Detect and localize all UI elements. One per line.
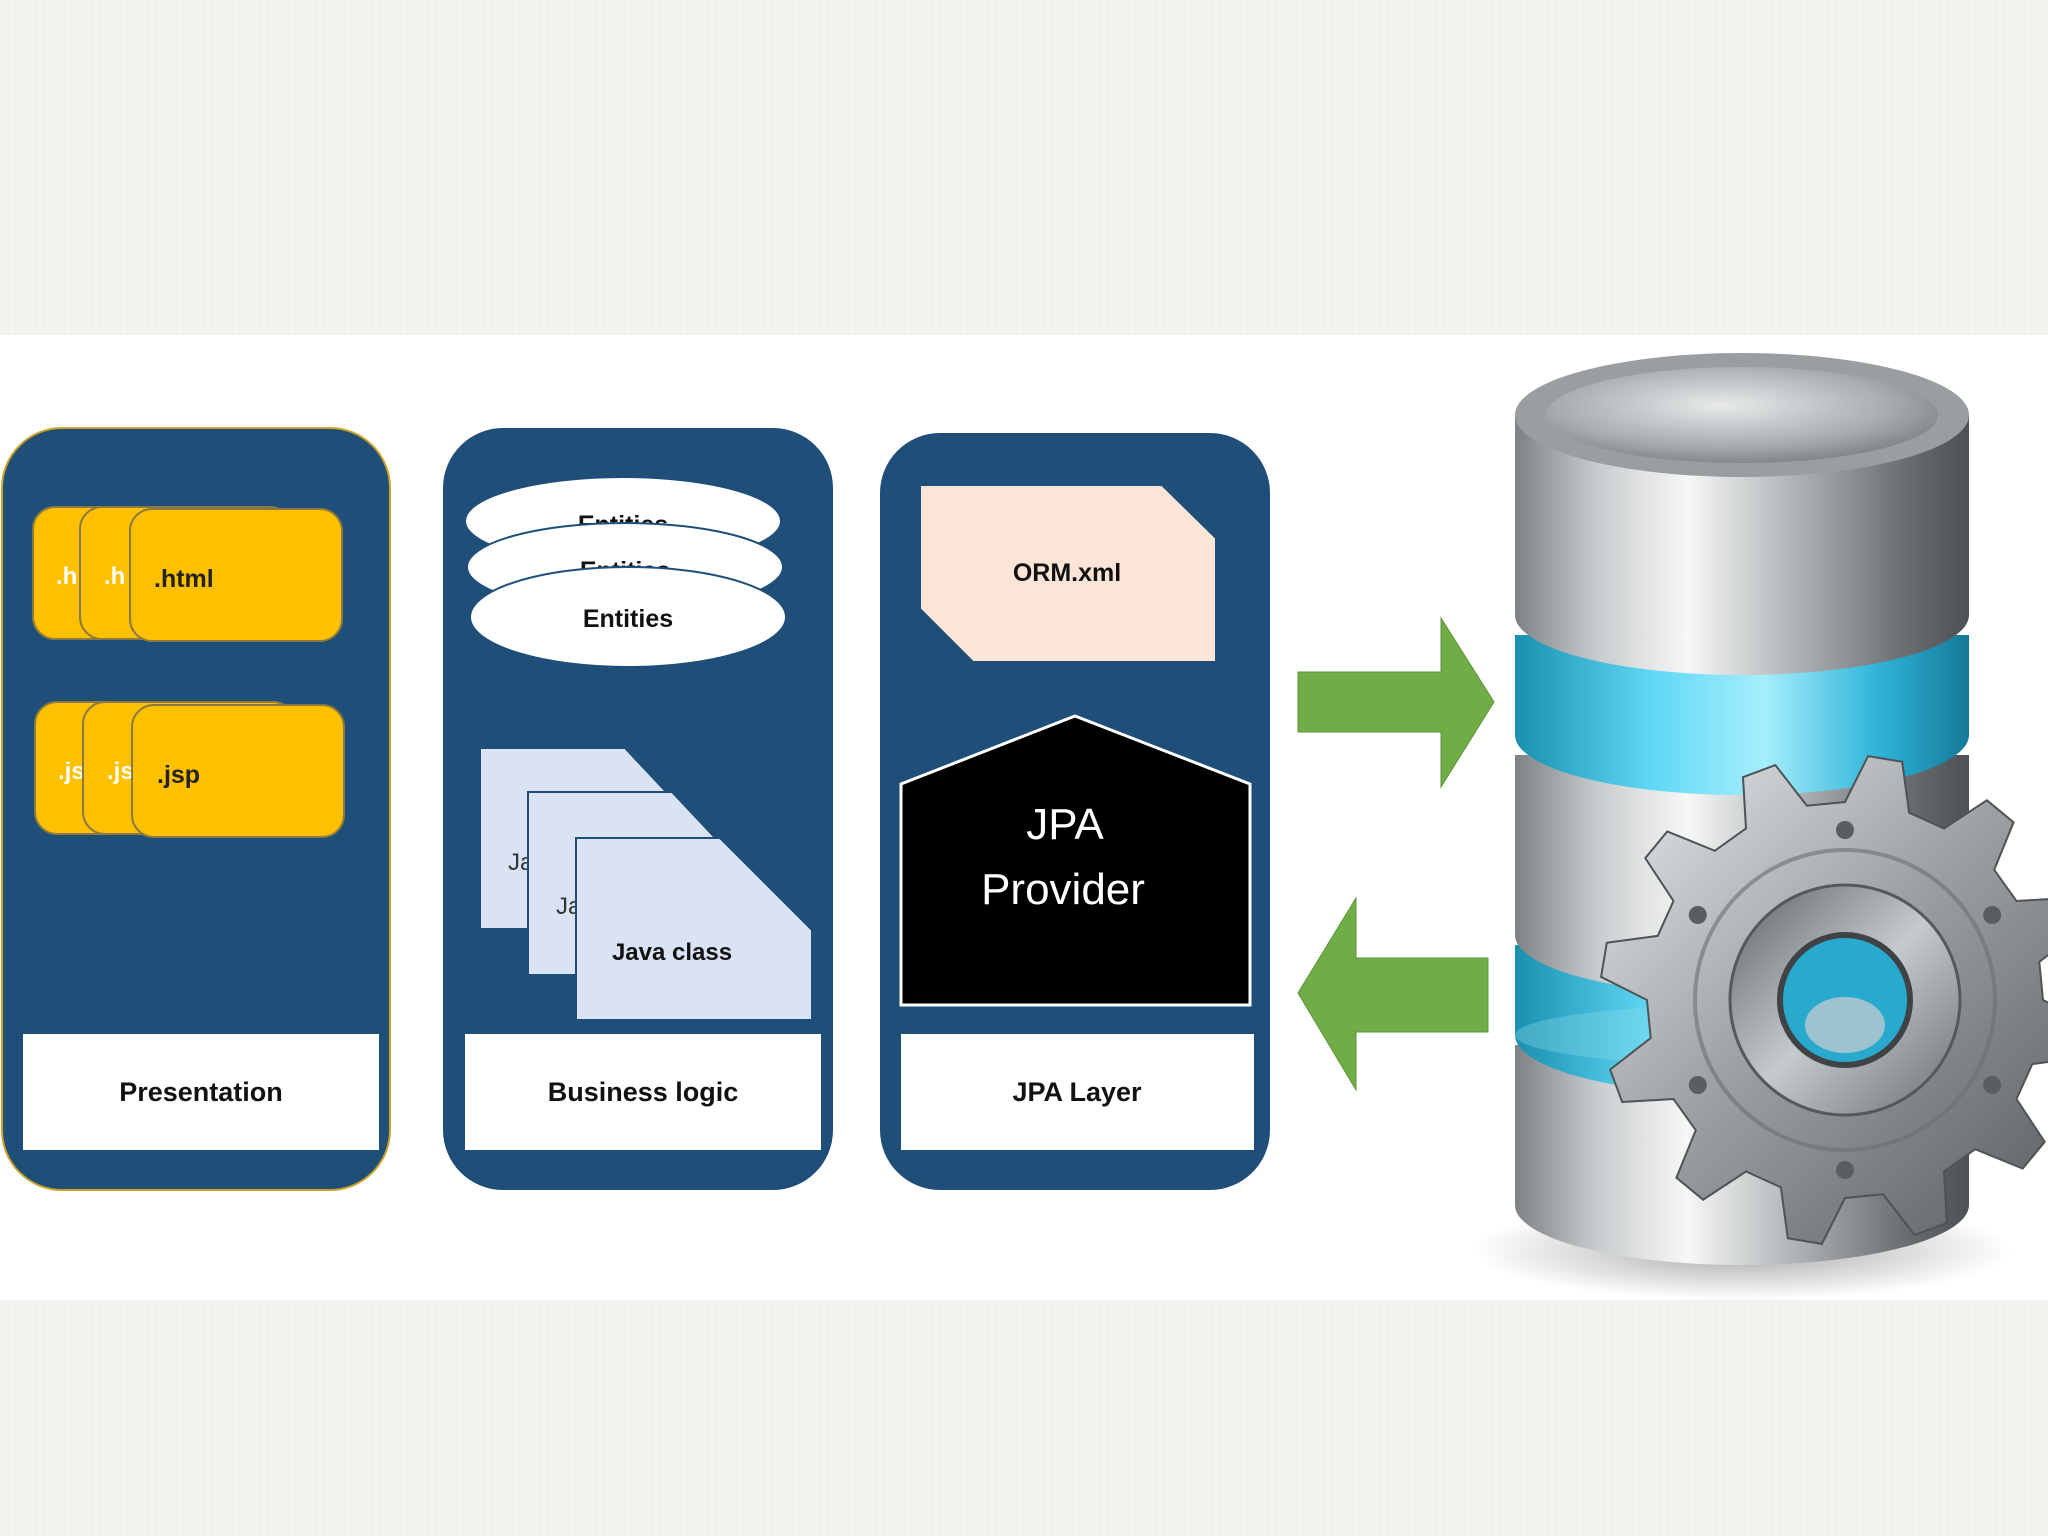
architecture-diagram: .h .h .html .js .js .jsp Presentation [0, 335, 2048, 1300]
gear-bolt [1836, 1161, 1854, 1179]
gear-hole-highlight [1805, 997, 1885, 1053]
java-class-label-front: Java class [612, 939, 732, 966]
business-logic-panel: Entities Entities Entities Ja Ja Java cl… [443, 428, 833, 1190]
diagram-canvas: .h .h .html .js .js .jsp Presentation [0, 335, 2048, 1300]
jsp-file-stack: .js .js .jsp [35, 702, 344, 837]
gear-bolt [1689, 906, 1707, 924]
database-top-face [1546, 367, 1938, 463]
gear-bolt [1836, 821, 1854, 839]
html-card-back-label: .h [56, 563, 77, 590]
jpa-layer-panel: ORM.xml JPA Provider JPA Layer [880, 433, 1270, 1190]
entity-label-front: Entities [583, 605, 673, 633]
presentation-panel: .h .h .html .js .js .jsp Presentation [2, 428, 390, 1190]
jsp-card-middle-label: .js [107, 758, 134, 785]
gear-bolt [1689, 1076, 1707, 1094]
html-card-middle-label: .h [104, 563, 125, 590]
entities-stack: Entities Entities Entities [465, 477, 786, 667]
html-card-front-label: .html [154, 565, 214, 593]
html-file-stack: .h .h .html [33, 507, 342, 641]
jsp-card-back-label: .js [58, 758, 85, 785]
presentation-label: Presentation [119, 1077, 283, 1107]
jsp-card-front-label: .jsp [157, 761, 200, 789]
gear-bolt [1983, 906, 2001, 924]
jpa-provider-line1: JPA [1026, 800, 1104, 849]
gear-bolt [1983, 1076, 2001, 1094]
jpa-provider-line2: Provider [981, 865, 1145, 914]
jpa-layer-label: JPA Layer [1012, 1077, 1142, 1107]
business-logic-label: Business logic [548, 1077, 739, 1107]
orm-xml-label: ORM.xml [1013, 559, 1121, 587]
